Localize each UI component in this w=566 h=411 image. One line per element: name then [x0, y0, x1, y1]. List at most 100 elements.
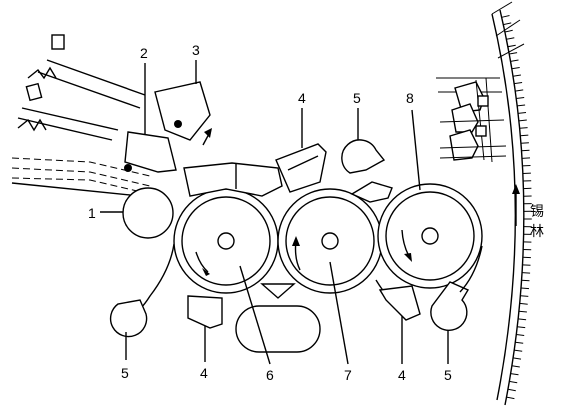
- roller-8-arrowhead: [404, 253, 412, 262]
- label-4-left: 4: [200, 365, 208, 381]
- feed-plate-2: [124, 131, 177, 173]
- cylinder-tooth: [515, 341, 524, 344]
- cylinder-tooth: [515, 89, 524, 92]
- cylinder-arc-inner: [491, 13, 516, 401]
- cylinder-tooth: [507, 44, 516, 48]
- battery-units: [436, 77, 507, 163]
- cylinder-tooth: [521, 157, 531, 159]
- feed-plate-mid: [21, 107, 119, 131]
- roller-6-inner: [181, 196, 271, 286]
- guard-3-dot: [174, 120, 182, 128]
- cylinder-tooth: [522, 272, 531, 274]
- guard-4-top-line: [287, 155, 319, 171]
- label-5-top: 5: [353, 90, 361, 106]
- guard-4-top: [275, 143, 327, 193]
- cylinder-wire: [497, 43, 525, 59]
- leader-6: [239, 265, 271, 365]
- cylinder-tooth: [510, 373, 519, 376]
- guard-3-arrowhead: [204, 128, 212, 138]
- cylinder-tooth: [507, 388, 516, 392]
- cylinder-tooth: [512, 74, 521, 77]
- fibre-lap-edge: [11, 182, 141, 197]
- cylinder-tooth: [518, 119, 527, 122]
- cylinder-tooth: [509, 52, 518, 55]
- top-cover-left: [183, 162, 283, 197]
- label-3: 3: [192, 42, 200, 58]
- guard-3: [154, 81, 211, 141]
- cylinder-tooth: [506, 37, 515, 40]
- roller-7-shaft: [321, 232, 339, 250]
- cylinder-tooth: [517, 104, 526, 107]
- label-5-right: 5: [444, 367, 452, 383]
- cylinder-tooth: [518, 318, 527, 321]
- cylinder-tooth: [520, 295, 529, 297]
- cylinder-tooth: [506, 396, 515, 400]
- roller-8-inner: [385, 191, 475, 281]
- fibre-lap-2: [11, 167, 151, 187]
- cylinder-tooth: [514, 82, 523, 85]
- cylinder-tooth: [520, 142, 529, 144]
- cylinder-tooth: [501, 15, 510, 18]
- feed-square-1: [51, 34, 65, 50]
- cylinder-tooth: [519, 127, 528, 129]
- cylinder-tooth: [514, 349, 523, 352]
- suction-duct-5-top: [341, 139, 386, 174]
- roller-8-shaft: [421, 227, 439, 245]
- waste-box: [235, 305, 321, 353]
- cylinder-tooth: [520, 287, 530, 290]
- feed-spring-mid: [17, 118, 47, 132]
- cylinder-tooth: [509, 380, 518, 384]
- cylinder-tooth: [520, 134, 529, 137]
- feed-spring-top: [27, 66, 57, 80]
- cylinder-tooth: [511, 365, 520, 368]
- roller-7-arrowhead: [292, 236, 300, 246]
- label-6: 6: [266, 367, 274, 383]
- roller-6-arrowhead: [202, 268, 210, 276]
- label-5-left: 5: [121, 365, 129, 381]
- cylinder-tooth: [518, 310, 527, 313]
- leader-8: [411, 109, 421, 191]
- top-cover-right: [350, 181, 393, 203]
- label-8: 8: [406, 90, 414, 106]
- cylinder-tooth: [516, 97, 525, 99]
- cylinder-tooth: [519, 302, 528, 305]
- cylinder-tooth: [521, 149, 530, 152]
- cylinder-wire: [495, 19, 521, 37]
- feed-roller-1: [122, 187, 174, 239]
- leader-7: [329, 261, 349, 365]
- cylinder-tooth: [511, 67, 520, 70]
- cylinder-tooth: [516, 334, 525, 336]
- suction-duct-5-right: [430, 281, 470, 331]
- cylinder-tooth: [513, 357, 522, 360]
- cylinder-tooth: [521, 279, 530, 282]
- cylinder-tooth: [517, 326, 526, 329]
- cylinder-arrowhead: [512, 184, 520, 194]
- lower-guide-right: [459, 245, 483, 293]
- feed-plate-top: [46, 59, 146, 96]
- feed-square-2: [25, 82, 43, 102]
- suction-duct-5-left: [109, 299, 148, 338]
- cylinder-tooth: [503, 22, 512, 26]
- fibre-lap-1: [11, 157, 151, 177]
- guard-4-right: [378, 285, 421, 321]
- feed-plate-2-dot: [124, 164, 132, 172]
- cylinder-tooth: [518, 112, 527, 114]
- label-7: 7: [344, 367, 352, 383]
- cylinder-tooth: [510, 59, 519, 62]
- cylinder-tooth: [504, 29, 513, 33]
- roller-6-arrow: [195, 251, 209, 273]
- label-1: 1: [88, 205, 96, 221]
- label-4-right: 4: [398, 367, 406, 383]
- guard-4-left: [187, 295, 223, 329]
- cylinder-label-char-1: 锡: [530, 204, 544, 220]
- label-4-top: 4: [298, 90, 306, 106]
- feed-plate-top-2: [37, 71, 141, 109]
- roller-7-inner: [285, 196, 375, 286]
- cylinder-wire: [491, 1, 513, 15]
- roller-6-shaft: [217, 232, 235, 250]
- fibre-lap-3: [11, 177, 151, 195]
- label-2: 2: [140, 45, 148, 61]
- cylinder-label-char-2: 林: [530, 224, 544, 240]
